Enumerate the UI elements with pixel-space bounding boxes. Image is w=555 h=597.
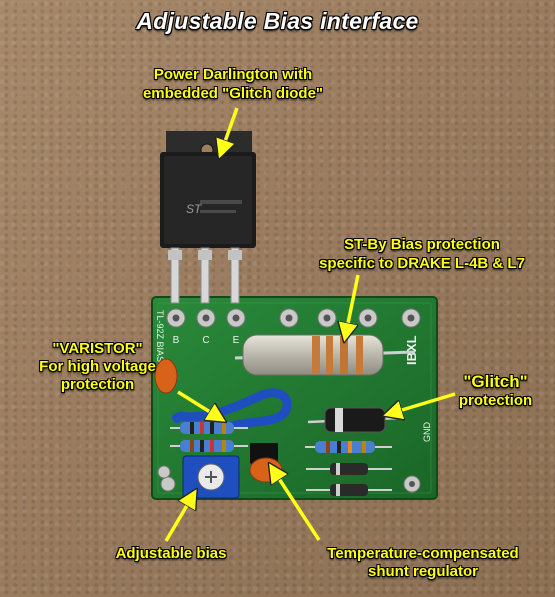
varistor-label-line: protection: [60, 376, 135, 393]
page-title: Adjustable Bias interface: [136, 8, 419, 34]
glitch-protection-label: "Glitch" protection: [438, 372, 553, 410]
glitch-label-line: protection: [458, 392, 533, 409]
temperature-label-line: Temperature-compensated: [327, 545, 519, 562]
darlington-label-line: embedded "Glitch diode": [142, 85, 324, 102]
svg-text:ST: ST: [186, 202, 203, 216]
pin-c-label: C: [202, 335, 209, 346]
small-resistors: [170, 422, 392, 453]
small-diodes: [306, 463, 392, 496]
varistor-label-line: For high voltage: [39, 358, 156, 375]
stby-protection-label: ST-By Bias protection specific to DRAKE …: [282, 235, 555, 273]
darlington-label-line: Power Darlington with: [153, 66, 313, 83]
board-logo: IBXL: [404, 335, 419, 365]
stby-power-resistor: [234, 334, 416, 376]
adjustable-bias-label: Adjustable bias: [115, 545, 227, 562]
varistor-label: "VARISTOR" For high voltage protection: [10, 340, 185, 394]
gnd-label: GND: [422, 422, 432, 443]
pin-e-label: E: [233, 335, 240, 346]
annotation-arrows: [164, 107, 456, 542]
stby-label-line: ST-By Bias protection: [344, 236, 500, 253]
varistor-label-line: "VARISTOR": [52, 340, 143, 357]
pcb-pads: [160, 308, 421, 493]
glitch-label-line: "Glitch": [463, 372, 528, 391]
pin-b-label: B: [173, 335, 180, 346]
power-darlington-transistor: ST: [160, 131, 256, 304]
stby-label-line: specific to DRAKE L-4B & L7: [319, 255, 525, 272]
temperature-regulator-label: Temperature-compensated shunt regulator: [298, 545, 548, 581]
board-model-label: TL-92Z BIAS: [155, 310, 165, 362]
temperature-label-line: shunt regulator: [367, 563, 478, 580]
darlington-label: Power Darlington with embedded "Glitch d…: [108, 65, 358, 103]
